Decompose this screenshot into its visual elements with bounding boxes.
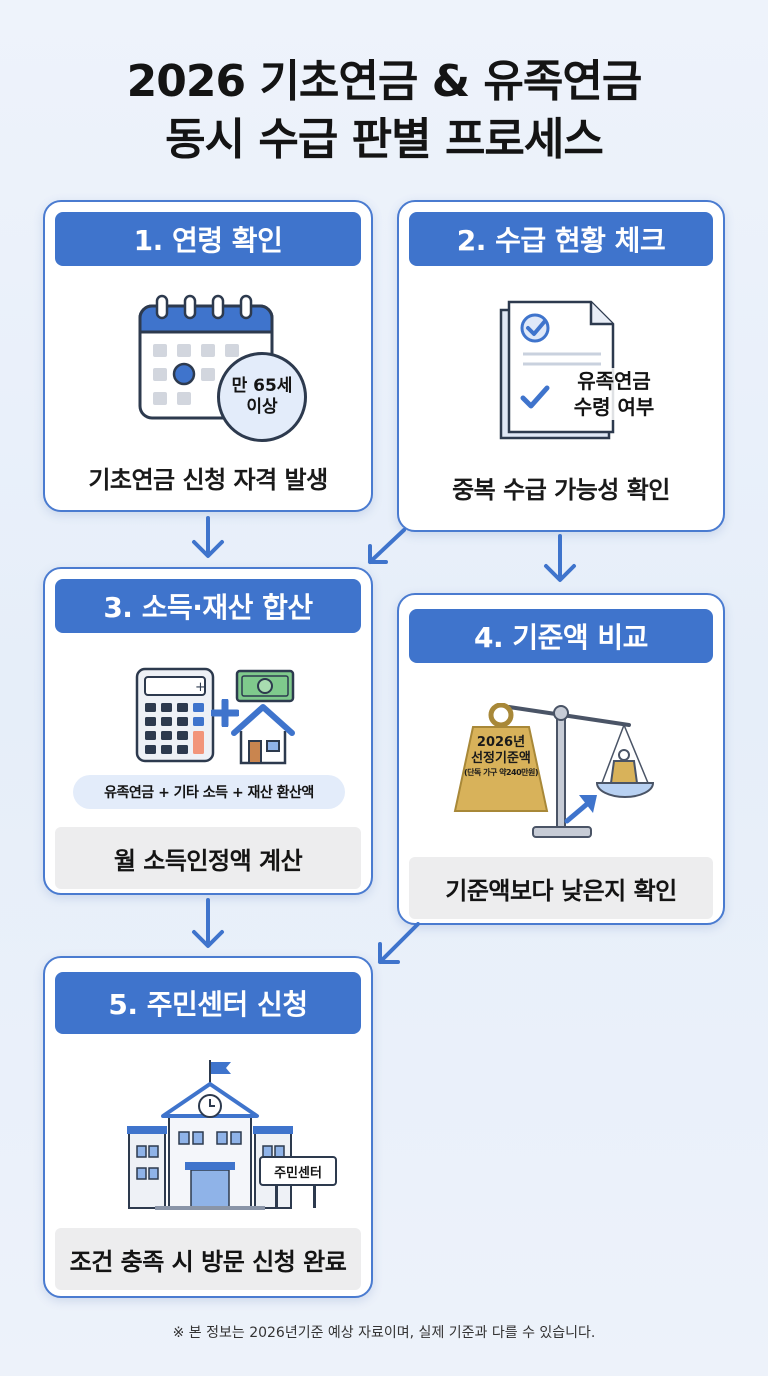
calendar-icon <box>137 292 277 422</box>
doc-label-line-1: 유족연금 <box>577 369 651 393</box>
step-5-header: 5. 주민센터 신청 <box>55 972 361 1034</box>
arrow-4-to-5 <box>378 922 420 964</box>
step-card-4: 4. 기준액 비교 2026년 선정기준액 (단독 가구 약240만원) 기준액… <box>397 593 725 925</box>
arrow-2-to-4 <box>544 534 576 582</box>
calculator-icon: + <box>135 667 215 763</box>
formula-pill: 유족연금 + 기타 소득 + 재산 환산액 <box>73 775 345 809</box>
step-card-2: 2. 수급 현황 체크 유족연금 수령 여부 중복 수급 가능성 확인 <box>397 200 725 532</box>
step-2-header: 2. 수급 현황 체크 <box>409 212 713 266</box>
weight-label-line-3: (단독 가구 약240만원) <box>463 767 539 777</box>
step-1-header: 1. 연령 확인 <box>55 212 361 266</box>
arrow-2-to-3 <box>368 528 406 564</box>
step-3-result: 월 소득인정액 계산 <box>55 827 361 889</box>
weight-label: 2026년 선정기준액 (단독 가구 약240만원) <box>453 735 549 778</box>
step-card-1: 1. 연령 확인 만 65세 이 <box>43 200 373 512</box>
weight-label-line-1: 2026년 <box>476 735 526 750</box>
step-card-3: 3. 소득·재산 합산 + <box>43 567 373 895</box>
step-1-caption: 기초연금 신청 자격 발생 <box>88 466 328 494</box>
sign-post <box>275 1184 278 1208</box>
weight-icon <box>453 702 549 815</box>
step-card-5: 5. 주민센터 신청 주민센터 조건 충족 시 방문 신청 완료 <box>43 956 373 1298</box>
step-4-result: 기준액보다 낮은지 확인 <box>409 857 713 919</box>
svg-text:+: + <box>195 680 206 695</box>
doc-label-line-2: 수령 여부 <box>573 395 655 419</box>
arrow-3-to-5 <box>192 898 224 948</box>
step-4-header: 4. 기준액 비교 <box>409 609 713 663</box>
scale-icon <box>459 691 659 841</box>
arrow-1-to-3 <box>192 516 224 558</box>
footnote: ※ 본 정보는 2026년기준 예상 자료이며, 실제 기준과 다를 수 있습니… <box>172 1325 596 1341</box>
title-line-1: 2026 기초연금 & 유족연금 <box>126 56 643 107</box>
step-5-result: 조건 충족 시 방문 신청 완료 <box>55 1228 361 1290</box>
step-2-caption: 중복 수급 가능성 확인 <box>452 476 670 504</box>
money-icon <box>235 669 295 703</box>
building-icon <box>125 1060 295 1210</box>
plus-icon <box>209 697 241 729</box>
age-badge-line-2: 이상 <box>246 397 278 417</box>
sign-post-2 <box>313 1184 316 1208</box>
weight-label-line-2: 선정기준액 <box>471 751 531 767</box>
age-badge: 만 65세 이상 <box>217 352 307 442</box>
center-sign: 주민센터 <box>259 1156 337 1186</box>
step-3-header: 3. 소득·재산 합산 <box>55 579 361 633</box>
house-icon <box>231 701 295 767</box>
doc-label: 유족연금 수령 여부 <box>559 368 669 420</box>
age-badge-line-1: 만 65세 <box>231 375 293 396</box>
title-line-2: 동시 수급 판별 프로세스 <box>165 114 604 165</box>
